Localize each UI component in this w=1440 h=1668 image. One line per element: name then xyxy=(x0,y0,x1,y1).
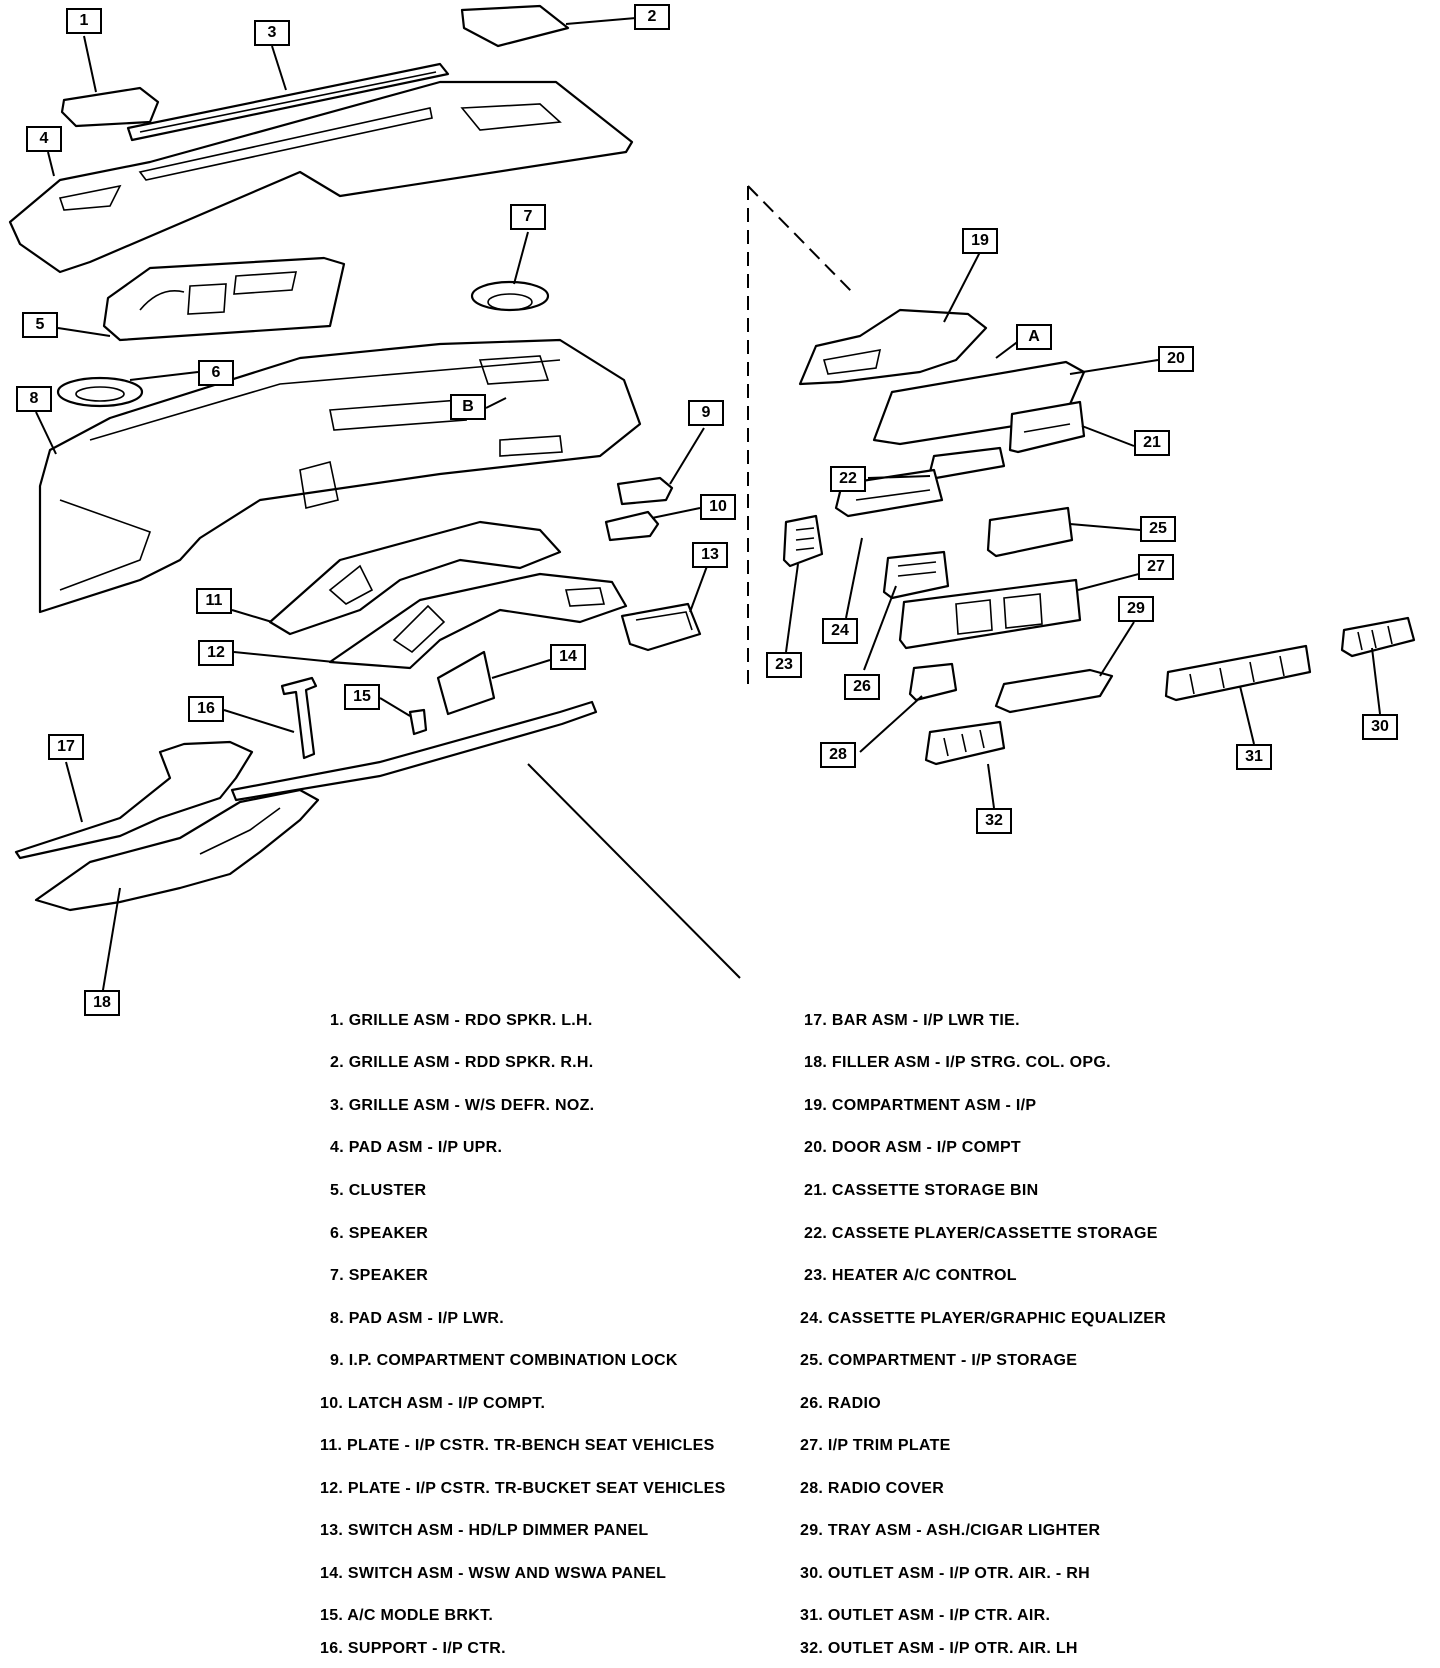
grille-rh-part xyxy=(460,4,570,48)
latch-part xyxy=(604,510,660,542)
legend-item-20: 20. DOOR ASM - I/P COMPT xyxy=(804,1139,1022,1156)
callout-17: 17 xyxy=(48,734,84,760)
callout-25: 25 xyxy=(1140,516,1176,542)
callout-10: 10 xyxy=(700,494,736,520)
legend-item-15: 15. A/C MODLE BRKT. xyxy=(320,1607,494,1624)
compartment-part xyxy=(798,308,988,386)
legend-item-21: 21. CASSETTE STORAGE BIN xyxy=(804,1182,1039,1199)
callout-30: 30 xyxy=(1362,714,1398,740)
legend-item-24: 24. CASSETTE PLAYER/GRAPHIC EQUALIZER xyxy=(800,1310,1167,1327)
callout-14: 14 xyxy=(550,644,586,670)
legend-item-22: 22. CASSETE PLAYER/CASSETTE STORAGE xyxy=(804,1225,1158,1242)
callout-6: 6 xyxy=(198,360,234,386)
callout-4: 4 xyxy=(26,126,62,152)
callout-28: 28 xyxy=(820,742,856,768)
exploded-parts-diagram xyxy=(8,4,1416,990)
legend-item-12: 12. PLATE - I/P CSTR. TR-BUCKET SEAT VEH… xyxy=(320,1480,726,1497)
ash-tray-part xyxy=(994,668,1114,714)
callout-8: 8 xyxy=(16,386,52,412)
legend-item-7: 7. SPEAKER xyxy=(330,1267,429,1284)
dimmer-switch-part xyxy=(620,602,702,652)
grille-lh-part xyxy=(60,86,160,128)
callout-26: 26 xyxy=(844,674,880,700)
outlet-rh-part xyxy=(1340,616,1416,658)
callout-18: 18 xyxy=(84,990,120,1016)
legend-item-6: 6. SPEAKER xyxy=(330,1225,429,1242)
lower-tie-bar-part xyxy=(14,740,254,860)
legend-item-31: 31. OUTLET ASM - I/P CTR. AIR. xyxy=(800,1607,1051,1624)
speaker-7-part xyxy=(470,280,550,312)
callout-b: B xyxy=(450,394,486,420)
callout-20: 20 xyxy=(1158,346,1194,372)
callout-21: 21 xyxy=(1134,430,1170,456)
callout-9: 9 xyxy=(688,400,724,426)
plate-bucket-part xyxy=(328,572,628,670)
callout-19: 19 xyxy=(962,228,998,254)
lower-pad-part xyxy=(38,338,642,614)
callout-12: 12 xyxy=(198,640,234,666)
heater-control-part xyxy=(782,514,824,568)
legend-item-28: 28. RADIO COVER xyxy=(800,1480,945,1497)
storage-compartment-part xyxy=(986,506,1074,558)
legend-item-29: 29. TRAY ASM - ASH./CIGAR LIGHTER xyxy=(800,1522,1101,1539)
outlet-lh-part xyxy=(924,720,1006,766)
plate-bench-part xyxy=(268,520,562,636)
legend-item-27: 27. I/P TRIM PLATE xyxy=(800,1437,951,1454)
callout-2: 2 xyxy=(634,4,670,30)
cluster-part xyxy=(102,256,346,342)
callout-11: 11 xyxy=(196,588,232,614)
callout-7: 7 xyxy=(510,204,546,230)
callout-31: 31 xyxy=(1236,744,1272,770)
lock-part xyxy=(616,476,674,506)
callout-3: 3 xyxy=(254,20,290,46)
legend-item-25: 25. COMPARTMENT - I/P STORAGE xyxy=(800,1352,1078,1369)
legend-item-2: 2. GRILLE ASM - RDD SPKR. R.H. xyxy=(330,1054,594,1071)
legend-item-3: 3. GRILLE ASM - W/S DEFR. NOZ. xyxy=(330,1097,595,1114)
callout-5: 5 xyxy=(22,312,58,338)
legend-item-23: 23. HEATER A/C CONTROL xyxy=(804,1267,1017,1284)
callout-27: 27 xyxy=(1138,554,1174,580)
callout-22: 22 xyxy=(830,466,866,492)
legend-item-26: 26. RADIO xyxy=(800,1395,881,1412)
callout-13: 13 xyxy=(692,542,728,568)
legend-item-13: 13. SWITCH ASM - HD/LP DIMMER PANEL xyxy=(320,1522,649,1539)
storage-bin-part xyxy=(1008,400,1086,454)
radio-cover-part xyxy=(908,662,958,702)
legend-item-32: 32. OUTLET ASM - I/P OTR. AIR. LH xyxy=(800,1640,1078,1657)
callout-23: 23 xyxy=(766,652,802,678)
legend-item-19: 19. COMPARTMENT ASM - I/P xyxy=(804,1097,1037,1114)
legend-item-9: 9. I.P. COMPARTMENT COMBINATION LOCK xyxy=(330,1352,678,1369)
callout-24: 24 xyxy=(822,618,858,644)
legend-item-5: 5. CLUSTER xyxy=(330,1182,427,1199)
center-support-part xyxy=(230,676,598,802)
wiper-switch-part xyxy=(436,650,496,716)
legend-item-10: 10. LATCH ASM - I/P COMPT. xyxy=(320,1395,546,1412)
radio-part xyxy=(882,550,950,600)
column-filler-part xyxy=(34,788,320,912)
outlet-center-part xyxy=(1164,644,1312,702)
callout-29: 29 xyxy=(1118,596,1154,622)
legend-item-14: 14. SWITCH ASM - WSW AND WSWA PANEL xyxy=(320,1565,667,1582)
legend-item-11: 11. PLATE - I/P CSTR. TR-BENCH SEAT VEHI… xyxy=(320,1437,715,1454)
legend-item-18: 18. FILLER ASM - I/P STRG. COL. OPG. xyxy=(804,1054,1111,1071)
callout-a: A xyxy=(1016,324,1052,350)
callout-32: 32 xyxy=(976,808,1012,834)
callout-15: 15 xyxy=(344,684,380,710)
legend-item-4: 4. PAD ASM - I/P UPR. xyxy=(330,1139,503,1156)
cassette-storage-part xyxy=(928,446,1006,480)
legend-item-30: 30. OUTLET ASM - I/P OTR. AIR. - RH xyxy=(800,1565,1090,1582)
callout-1: 1 xyxy=(66,8,102,34)
legend-item-17: 17. BAR ASM - I/P LWR TIE. xyxy=(804,1012,1020,1029)
legend-item-8: 8. PAD ASM - I/P LWR. xyxy=(330,1310,505,1327)
legend-item-16: 16. SUPPORT - I/P CTR. xyxy=(320,1640,506,1657)
leader-lines xyxy=(35,17,1381,990)
speaker-6-part xyxy=(56,376,144,408)
callout-16: 16 xyxy=(188,696,224,722)
trim-plate-part xyxy=(898,578,1082,650)
legend-item-1: 1. GRILLE ASM - RDO SPKR. L.H. xyxy=(330,1012,593,1029)
ac-bracket-part xyxy=(408,708,428,736)
upper-pad-part xyxy=(8,80,634,274)
